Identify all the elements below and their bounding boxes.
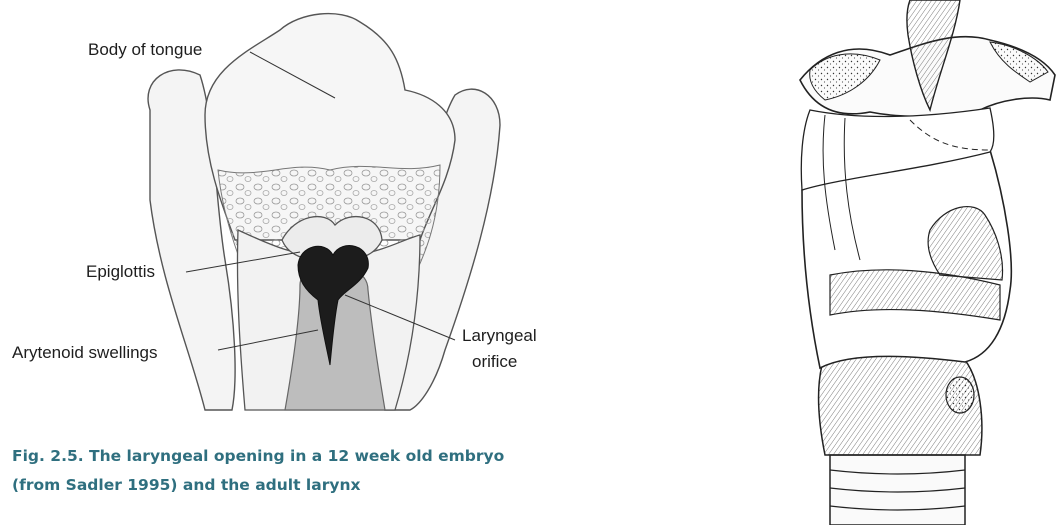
label-orifice: orifice <box>472 352 517 372</box>
caption-line-2: (from Sadler 1995) and the adult larynx <box>12 471 512 500</box>
label-epiglottis: Epiglottis <box>86 262 155 282</box>
figure-caption: Fig. 2.5. The laryngeal opening in a 12 … <box>12 442 512 500</box>
adult-larynx-illustration <box>790 0 1060 525</box>
caption-line-1: Fig. 2.5. The laryngeal opening in a 12 … <box>12 442 512 471</box>
embryo-illustration: Body of tongue Epiglottis Arytenoid swel… <box>0 0 600 420</box>
label-laryngeal: Laryngeal <box>462 326 537 346</box>
label-body-of-tongue: Body of tongue <box>88 40 202 60</box>
larynx-drawing <box>790 0 1060 525</box>
label-arytenoid-swellings: Arytenoid swellings <box>12 343 158 363</box>
